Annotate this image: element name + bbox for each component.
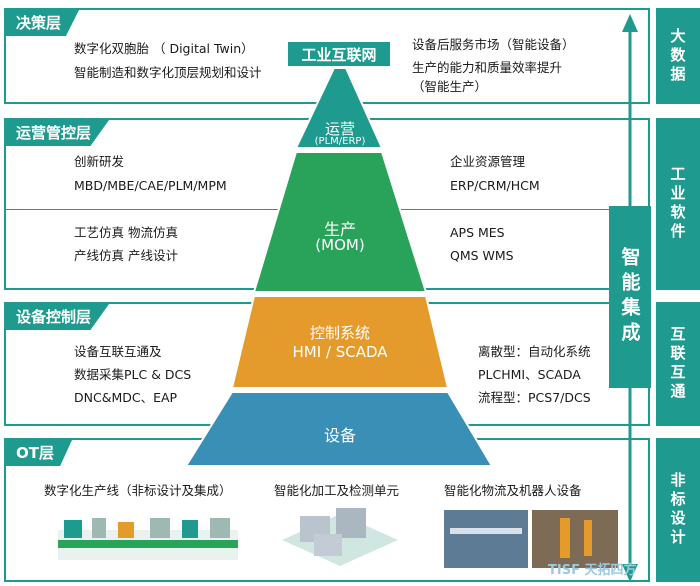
big-data-box: 大数据: [656, 8, 700, 104]
ops-right-line4: QMS WMS: [450, 248, 514, 263]
industrial-internet-box: 工业互联网: [286, 40, 392, 68]
ops-right-line3: APS MES: [450, 225, 505, 240]
decision-right-line3: （智能生产）: [412, 79, 488, 94]
ot-layer-tag: OT层: [6, 440, 72, 466]
equip-right-line1: 离散型：自动化系统: [478, 344, 591, 359]
logistics-robot-illustration: [444, 510, 618, 568]
equip-right-line2: PLCHMI、SCADA: [478, 367, 581, 382]
interconnect-box: 互联互通: [656, 302, 700, 426]
pyramid-tier-production: [252, 151, 428, 293]
equip-left-line3: DNC&MDC、EAP: [74, 390, 178, 405]
decision-right-line1: 设备后服务市场（智能设备）: [412, 37, 575, 52]
tier4-title: 设备: [323, 426, 356, 445]
arrow-head-down: [622, 564, 638, 582]
ot-item-logistics-robot: 智能化物流及机器人设备: [444, 483, 582, 498]
ops-left-line1: 创新研发: [74, 154, 125, 169]
ops-right-line2: ERP/CRM/HCM: [450, 178, 540, 193]
production-line-illustration: [58, 518, 238, 560]
ops-right-line1: 企业资源管理: [450, 154, 526, 169]
decision-left-line2: 智能制造和数字化顶层规划和设计: [74, 65, 262, 80]
nonstandard-design-box: 非标设计: [656, 438, 700, 582]
tier2-subtitle: (MOM): [315, 236, 365, 254]
equip-left-line2: 数据采集PLC & DCS: [74, 367, 192, 382]
pyramid-tier-equipment: [184, 391, 494, 467]
tier1-subtitle: (PLM/ERP): [314, 136, 366, 147]
operations-layer-tag: 运营管控层: [6, 120, 110, 146]
decision-right-line2: 生产的能力和质量效率提升: [412, 60, 563, 75]
decision-layer-tag: 决策层: [6, 10, 80, 36]
smart-integration-box: 智能集成: [609, 206, 651, 388]
arrow-head-up: [622, 14, 638, 32]
ops-left-line2: MBD/MBE/CAE/PLM/MPM: [74, 178, 227, 193]
industrial-software-box: 工业软件: [656, 118, 700, 290]
tier1-title: 运营: [324, 120, 355, 138]
tier3-title: 控制系统: [309, 324, 370, 342]
pyramid-tier-control: [230, 295, 450, 389]
watermark-logo: TISF 天拓四方: [548, 563, 637, 578]
processing-unit-illustration: [282, 508, 398, 566]
tier3-subtitle: HMI / SCADA: [292, 343, 388, 361]
ops-left-line3: 工艺仿真 物流仿真: [74, 225, 178, 240]
equipment-layer-tag: 设备控制层: [6, 304, 110, 330]
ot-item-processing-unit: 智能化加工及检测单元: [274, 483, 400, 498]
equip-left-line1: 设备互联互通及: [74, 344, 162, 359]
pyramid-tier-operations: [294, 67, 384, 149]
equip-right-line3: 流程型：PCS7/DCS: [478, 390, 591, 405]
tier2-title: 生产: [323, 220, 356, 239]
ot-item-production-line: 数字化生产线（非标设计及集成）: [44, 483, 232, 498]
decision-left-line1: 数字化双胞胎 （ Digital Twin）: [74, 41, 254, 56]
ops-left-line4: 产线仿真 产线设计: [74, 248, 178, 263]
